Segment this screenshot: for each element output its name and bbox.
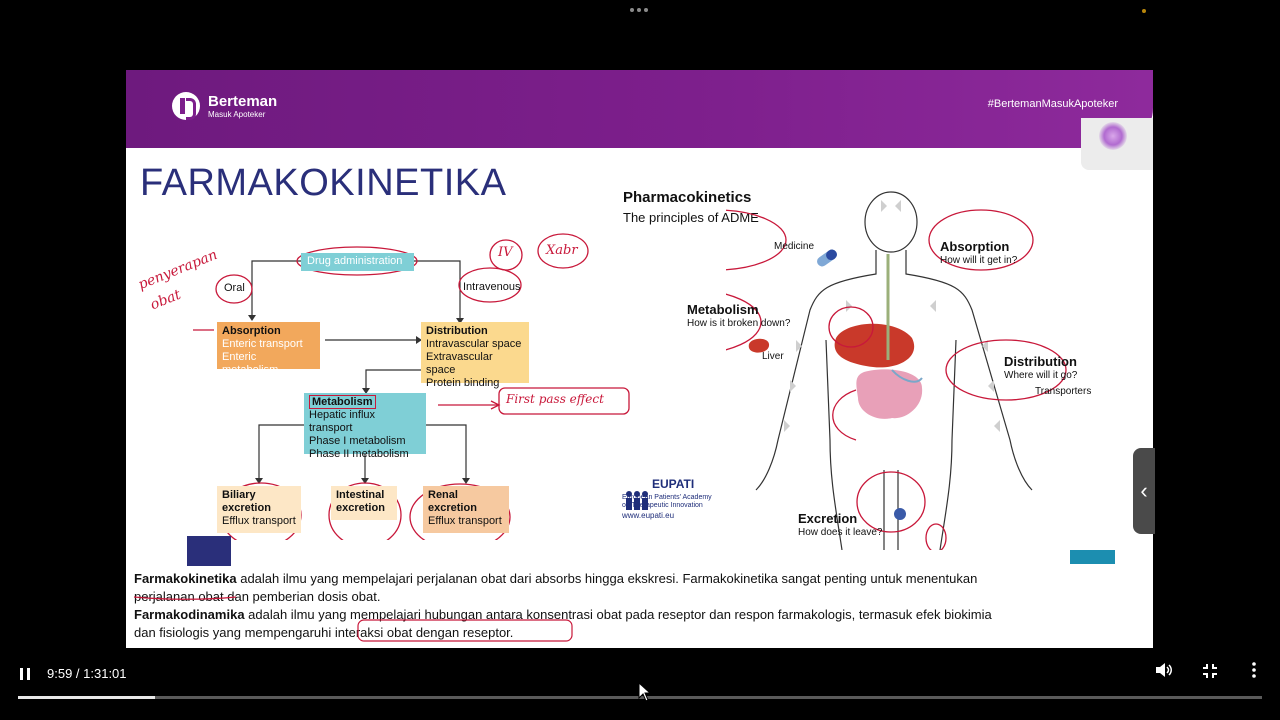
biliary-line-1: Efflux transport xyxy=(222,515,296,527)
distribution-line-1: Intravascular space xyxy=(426,338,522,350)
metabolism-adme-title: Metabolism xyxy=(687,302,759,317)
presentation-slide: Berteman Masuk Apoteker #BertemanMasukAp… xyxy=(126,70,1153,648)
eupati-people-icon xyxy=(626,491,648,510)
time-display: 9:59 / 1:31:01 xyxy=(47,666,127,681)
pause-icon[interactable] xyxy=(20,668,32,680)
distribution-adme-title: Distribution xyxy=(1004,354,1077,369)
distribution-line-3: Protein binding xyxy=(426,377,500,389)
absorption-adme: Absorption How will it get in? xyxy=(940,239,1018,267)
slide-title: FARMAKOKINETIKA xyxy=(140,162,507,204)
handwriting-xabr: Xabr xyxy=(546,243,578,258)
p1-bold: Farmakokinetika xyxy=(134,571,237,586)
renal-line-1: Efflux transport xyxy=(428,515,502,527)
distribution-line-2: Extravascular space xyxy=(426,351,493,376)
excretion-adme: Excretion How does it leave? xyxy=(798,511,883,539)
camera-indicator-icon xyxy=(1142,9,1146,13)
eupati-url: www.eupati.eu xyxy=(622,511,675,520)
excretion-adme-title: Excretion xyxy=(798,511,858,526)
excretion-adme-question: How does it leave? xyxy=(798,527,883,538)
progress-fill xyxy=(18,696,155,699)
absorption-adme-question: How will it get in? xyxy=(940,255,1018,266)
intestinal-excretion-box: Intestinal excretion xyxy=(331,486,397,520)
drug-administration-box: Drug administration xyxy=(301,253,414,271)
transporters-label: Transporters xyxy=(1035,386,1092,397)
hashtag: #BertemanMasukApoteker xyxy=(987,98,1118,110)
decor-shape-right xyxy=(1070,550,1115,564)
paragraph-farmakokinetika: Farmakokinetika adalah ilmu yang mempela… xyxy=(134,570,977,606)
exit-fullscreen-icon[interactable] xyxy=(1198,662,1222,686)
distribution-box: Distribution Intravascular space Extrava… xyxy=(421,322,529,389)
distribution-title: Distribution xyxy=(426,325,488,337)
handwriting-iv: IV xyxy=(498,245,513,260)
renal-title-1: Renal xyxy=(428,489,458,501)
intravenous-label: Intravenous xyxy=(463,281,521,293)
metabolism-adme: Metabolism How is it broken down? xyxy=(687,302,791,330)
metabolism-line-1: Hepatic influx transport xyxy=(309,409,376,434)
biliary-excretion-box: Biliary excretion Efflux transport xyxy=(217,486,301,533)
mouse-cursor-icon xyxy=(638,682,652,702)
oral-label: Oral xyxy=(224,282,245,294)
metabolism-line-2: Phase I metabolism xyxy=(309,435,406,447)
metabolism-title: Metabolism xyxy=(309,395,376,409)
intestinal-title-2: excretion xyxy=(336,502,385,514)
top-menu-dots-icon[interactable] xyxy=(630,8,648,12)
liver-label: Liver xyxy=(762,351,784,362)
logo-name: Berteman xyxy=(208,92,278,110)
biliary-title-2: excretion xyxy=(222,502,271,514)
intestinal-title-1: Intestinal xyxy=(336,489,385,501)
drug-administration-label: Drug administration xyxy=(307,255,403,267)
biliary-title-1: Biliary xyxy=(222,489,256,501)
absorption-adme-title: Absorption xyxy=(940,239,1010,254)
pill-icon xyxy=(817,249,837,267)
absorption-line-1: Enteric transport xyxy=(222,338,303,350)
metabolism-line-3: Phase II metabolism xyxy=(309,448,409,460)
renal-excretion-box: Renal excretion Efflux transport xyxy=(423,486,509,533)
paragraph-farmakodinamika: Farmakodinamika adalah ilmu yang mempela… xyxy=(134,606,992,642)
eupati-logo: EUPATI European Patients' Academy on The… xyxy=(622,477,712,520)
human-body-figure xyxy=(726,191,1067,550)
eupati-name: EUPATI xyxy=(652,477,695,491)
p2-line-2: dan fisiologis yang mempengaruhi interak… xyxy=(134,625,514,640)
p2-text: adalah ilmu yang mempelajari hubungan an… xyxy=(244,607,992,622)
flow-diagram-arrows xyxy=(193,233,630,540)
absorption-line-2: Enteric metabolism xyxy=(222,351,279,376)
volume-icon[interactable] xyxy=(1152,662,1176,686)
metabolism-box: Metabolism Hepatic influx transport Phas… xyxy=(304,393,426,460)
side-panel-toggle[interactable]: ‹ xyxy=(1133,448,1155,534)
pk-subtitle: The principles of ADME xyxy=(623,210,759,225)
distribution-adme: Distribution Where will it go? xyxy=(1004,354,1078,382)
distribution-adme-question: Where will it go? xyxy=(1004,370,1078,381)
absorption-box: Absorption Enteric transport Enteric met… xyxy=(217,322,320,376)
slide-banner xyxy=(126,70,1153,148)
renal-title-2: excretion xyxy=(428,502,477,514)
handwriting-first-pass: First pass effect xyxy=(506,392,604,406)
metabolism-adme-question: How is it broken down? xyxy=(687,318,791,329)
absorption-title: Absorption xyxy=(222,325,281,337)
more-vert-icon[interactable] xyxy=(1242,662,1266,686)
eupati-line-2: on Therapeutic Innovation xyxy=(622,502,703,509)
liver-icon xyxy=(748,338,770,353)
laser-pointer-icon xyxy=(1099,122,1127,150)
logo-sub: Masuk Apoteker xyxy=(208,109,266,119)
berteman-logo: Berteman Masuk Apoteker xyxy=(172,92,277,120)
p1-line-2: perjalanan obat dan pemberian dosis obat… xyxy=(134,589,381,604)
decor-shape-left xyxy=(187,536,231,566)
p1-text: adalah ilmu yang mempelajari perjalanan … xyxy=(236,571,978,586)
paragraph-annotations xyxy=(133,596,573,642)
berteman-logo-icon xyxy=(172,92,200,120)
medicine-label: Medicine xyxy=(774,241,815,252)
p2-bold: Farmakodinamika xyxy=(134,607,245,622)
eupati-line-1: European Patients' Academy xyxy=(622,494,712,501)
pk-title: Pharmacokinetics xyxy=(623,189,752,206)
